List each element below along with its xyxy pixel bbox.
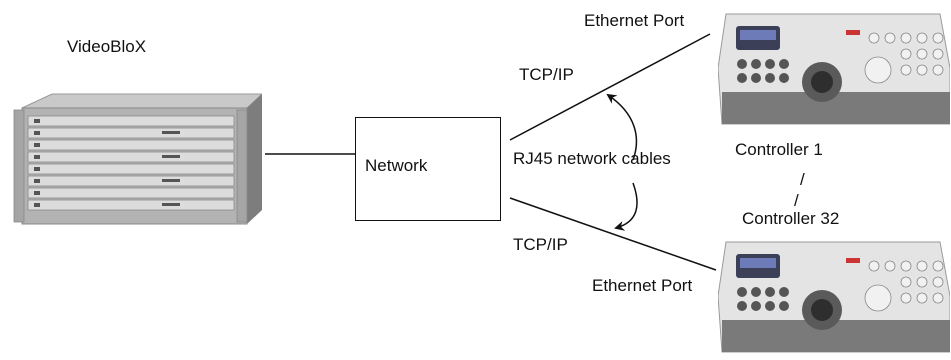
network-box: Network: [355, 117, 501, 221]
videoblox-rack-image: [13, 93, 262, 225]
upper-cable-arrow: [606, 93, 638, 161]
network-label: Network: [365, 156, 428, 175]
lower-ethernet-port-label: Ethernet Port: [592, 276, 693, 295]
rj45-cables-label: RJ45 network cables: [513, 149, 671, 168]
range-mark-upper: /: [800, 170, 805, 189]
range-mark-lower: /: [794, 191, 799, 210]
videoblox-label: VideoBloX: [67, 37, 147, 56]
upper-ethernet-port-label: Ethernet Port: [584, 11, 685, 30]
controller-32-label: Controller 32: [742, 209, 840, 228]
controller-1-label: Controller 1: [735, 140, 823, 159]
lower-tcp-link: [509, 197, 717, 271]
lower-cable-arrow: [614, 182, 638, 231]
controller-32-keyboard-image: [718, 241, 950, 353]
upper-tcp-link: [509, 33, 711, 141]
upper-tcp-ip-label: TCP/IP: [519, 65, 574, 84]
controller-1-keyboard-image: [718, 13, 950, 125]
lower-tcp-ip-label: TCP/IP: [513, 235, 568, 254]
